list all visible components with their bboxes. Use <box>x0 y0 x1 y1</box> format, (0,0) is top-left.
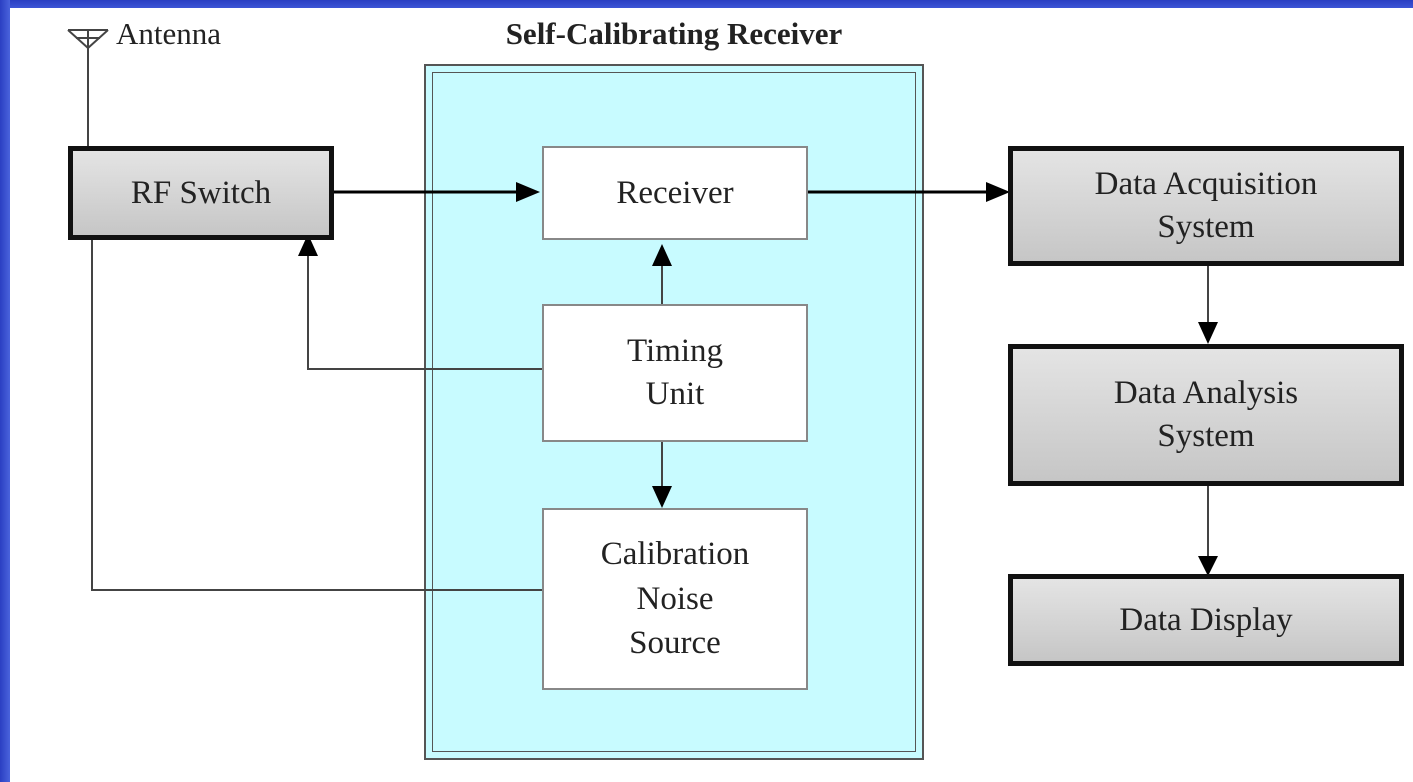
antenna-label: Antenna <box>116 16 222 51</box>
analysis-line1: Data Analysis <box>1113 375 1299 412</box>
receiver-label: Receiver <box>616 174 734 211</box>
timing-unit-line1: Timing <box>626 333 723 370</box>
calibration-noise-source-label: Calibration Noise Source <box>601 532 749 666</box>
timing-unit-line2: Unit <box>645 376 705 412</box>
connectors-layer <box>67 29 1218 591</box>
arrow-up-to-receiver <box>652 244 672 266</box>
slide-border-top <box>0 0 1413 8</box>
arrow-down-to-analysis <box>1198 322 1218 344</box>
data-display-block: Data Display <box>1008 574 1404 666</box>
daq-line1: Data Acquisition <box>1094 166 1318 203</box>
container-title: Self-Calibrating Receiver <box>505 16 843 51</box>
arrow-to-receiver <box>516 182 540 202</box>
data-acquisition-system-block: Data Acquisition System <box>1008 146 1404 266</box>
analysis-line2: System <box>1157 418 1255 454</box>
cal-noise-line3: Source <box>629 625 721 662</box>
daq-label: Data Acquisition System <box>1095 163 1318 249</box>
arrow-down-to-noise <box>652 486 672 508</box>
timing-unit-block: Timing Unit <box>542 304 808 442</box>
arrow-to-daq <box>986 182 1010 202</box>
noise-to-rf-switch-line <box>91 236 544 591</box>
container-inner-border <box>432 72 916 752</box>
arrow-down-to-display <box>1198 556 1218 576</box>
timing-to-rf-switch-line <box>307 254 544 370</box>
data-display-label: Data Display <box>1119 601 1293 638</box>
cal-noise-line2: Noise <box>636 580 714 617</box>
data-analysis-system-block: Data Analysis System <box>1008 344 1404 486</box>
cal-noise-line1: Calibration <box>600 536 750 573</box>
timing-unit-label: Timing Unit <box>627 330 723 416</box>
calibration-noise-source-block: Calibration Noise Source <box>542 508 808 690</box>
arrow-up-to-rf-switch <box>298 234 318 256</box>
rf-switch-label: RF Switch <box>130 174 272 211</box>
slide-border-left <box>0 0 10 782</box>
daq-line2: System <box>1157 209 1255 245</box>
receiver-block: Receiver <box>542 146 808 240</box>
antenna-icon <box>67 29 109 148</box>
rf-switch-block: RF Switch <box>68 146 334 240</box>
analysis-label: Data Analysis System <box>1114 372 1298 458</box>
diagram-canvas: Self-Calibrating Receiver <box>10 8 1413 782</box>
